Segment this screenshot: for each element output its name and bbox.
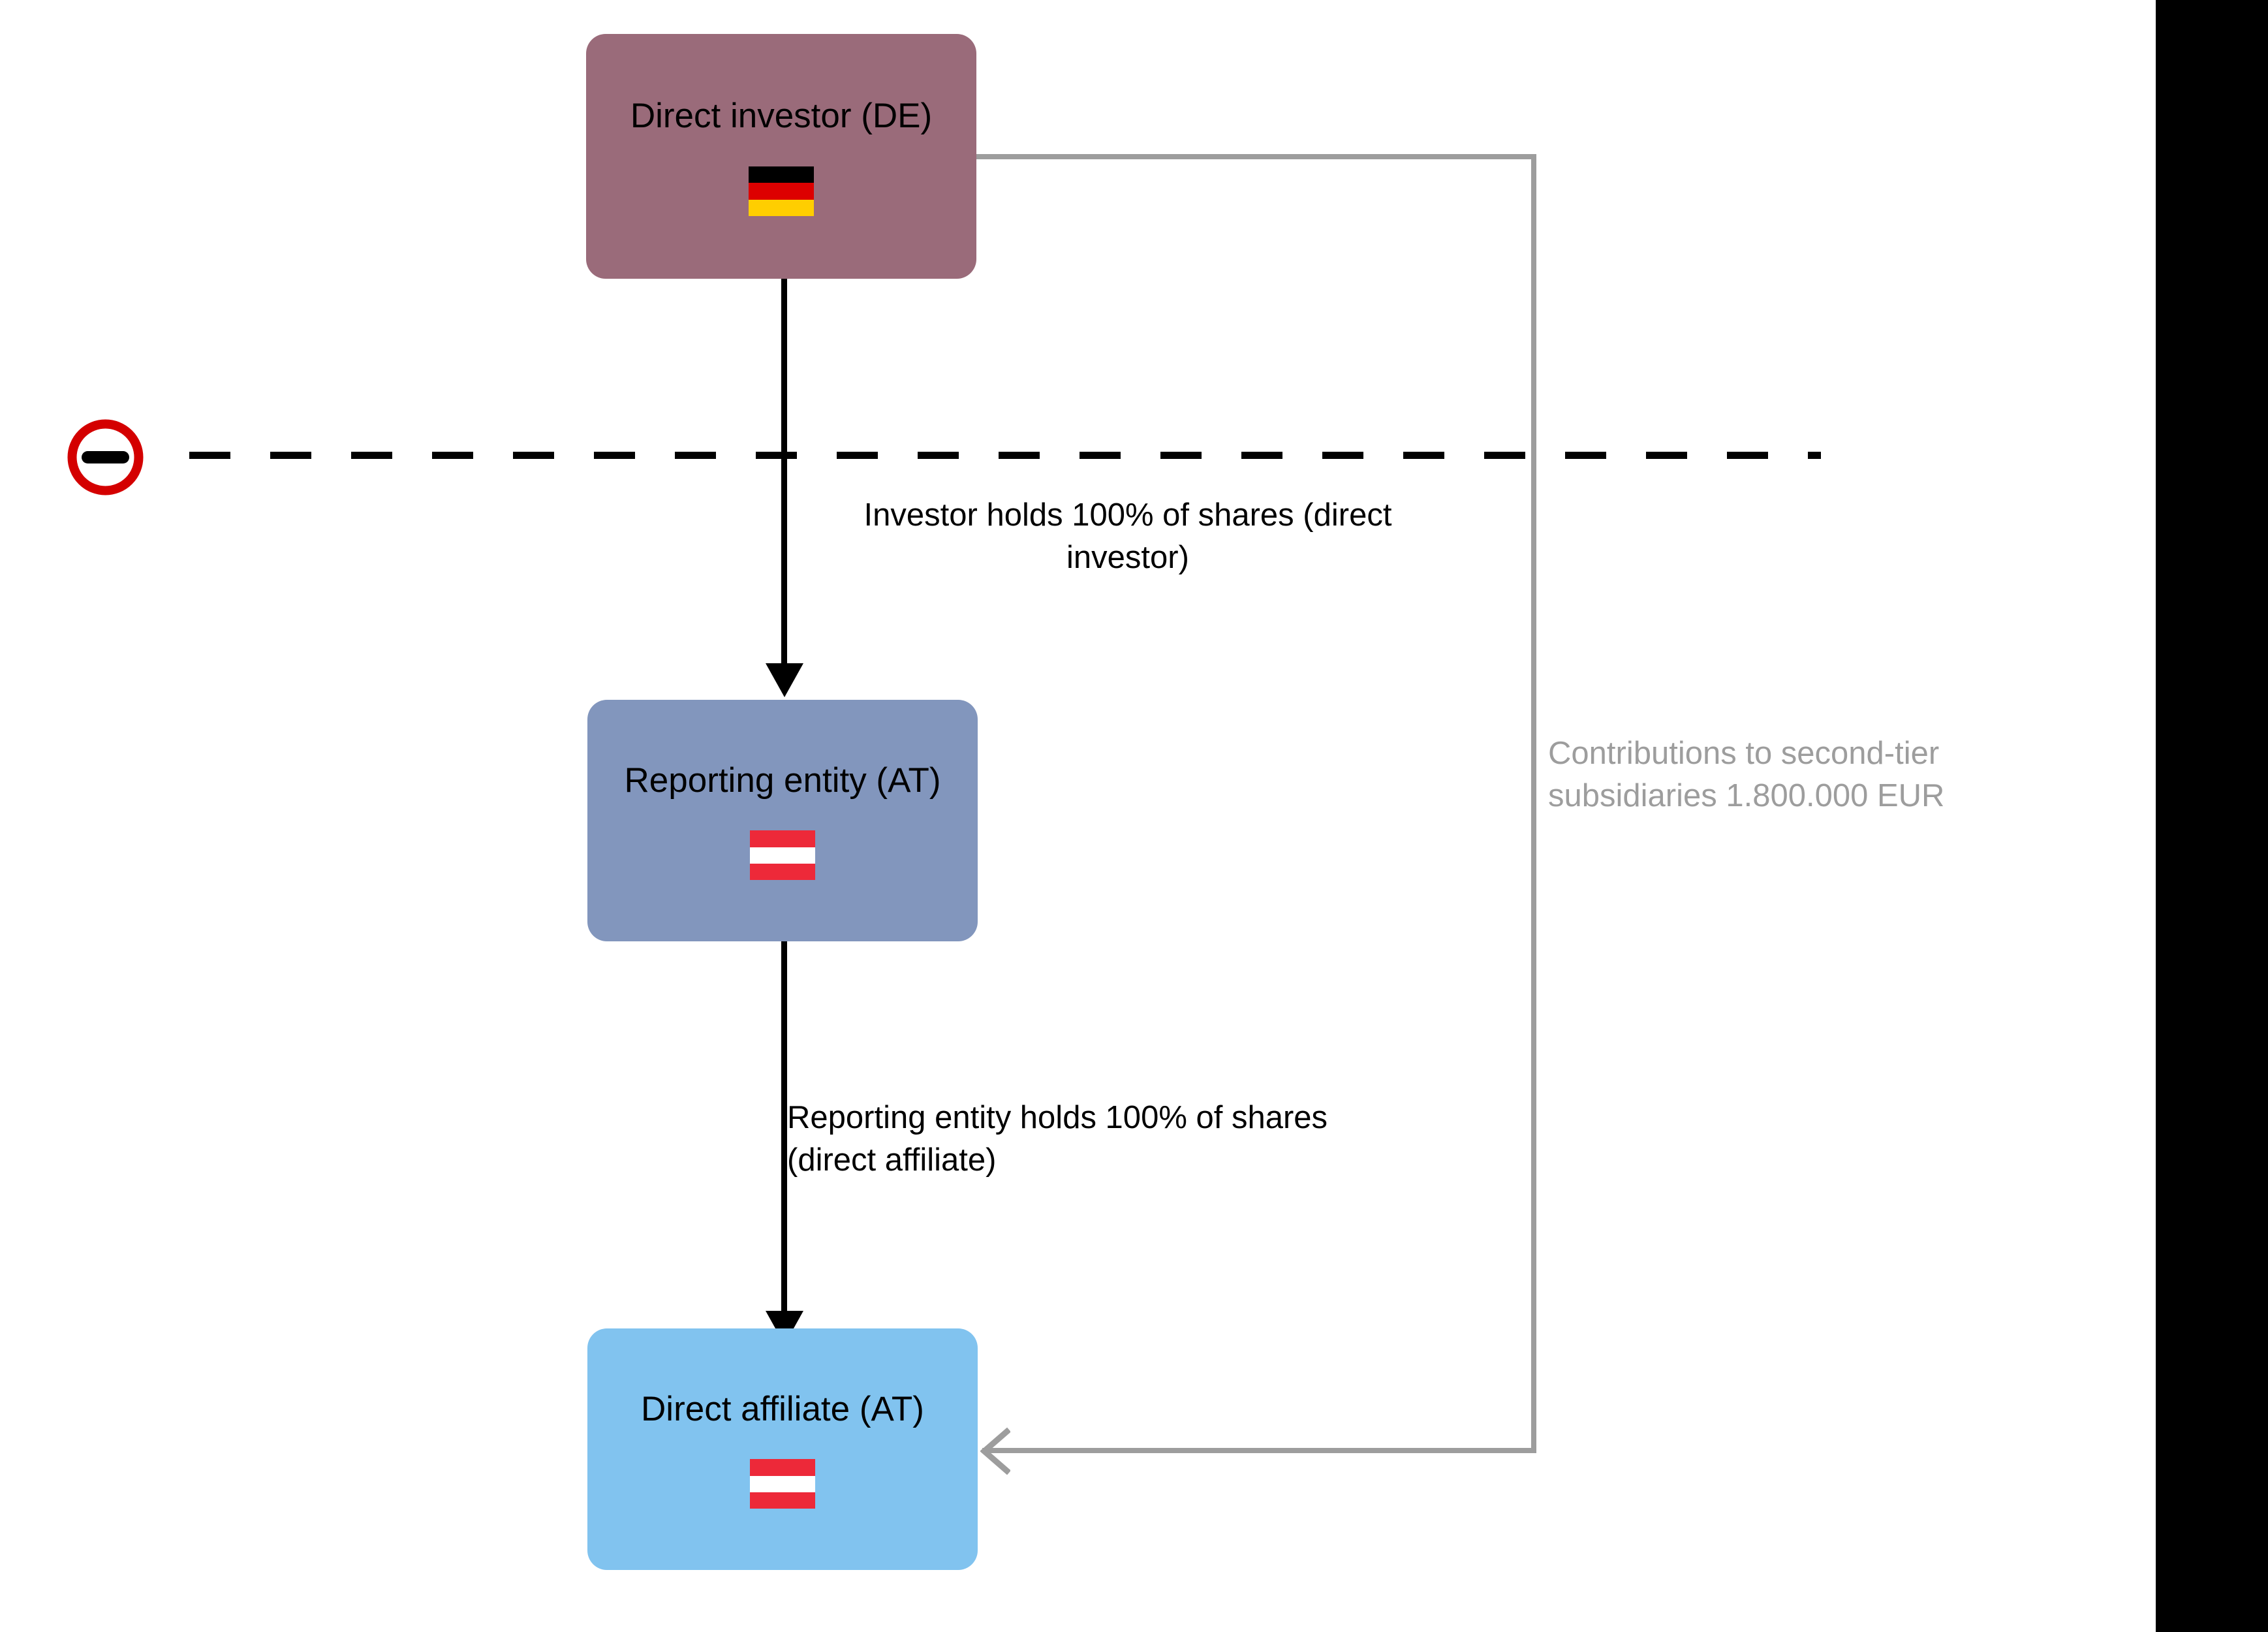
ownership-edge-2-label: Reporting entity holds 100% of shares (d… (787, 1097, 1459, 1181)
contribution-edge-arrowhead-icon (980, 1427, 1011, 1475)
node-reporting-entity-label: Reporting entity (AT) (624, 761, 941, 800)
node-direct-affiliate[interactable]: Direct affiliate (AT) (587, 1328, 978, 1570)
node-reporting-entity[interactable]: Reporting entity (AT) (587, 700, 978, 941)
ownership-edge-2-label-line-1: Reporting entity holds 100% of shares (787, 1100, 1328, 1135)
flag-germany-icon (749, 166, 814, 216)
ownership-edge-1-label: Investor holds 100% of shares (direct in… (795, 494, 1461, 578)
ownership-edge-2-line (781, 941, 787, 1315)
ownership-edge-2-label-line-2: (direct affiliate) (787, 1142, 997, 1178)
flag-austria-icon (750, 830, 815, 881)
contribution-edge-segment-bottom (982, 1448, 1536, 1453)
ownership-edge-1-label-line-1: Investor holds 100% of shares (direct (863, 497, 1392, 533)
node-direct-investor-label: Direct investor (DE) (630, 97, 933, 136)
contribution-note-line-1: Contributions to second-tier (1548, 736, 1940, 771)
node-direct-investor[interactable]: Direct investor (DE) (586, 34, 976, 279)
no-entry-sign-icon (65, 416, 146, 498)
contribution-note-line-2: subsidiaries 1.800.000 EUR (1548, 777, 1945, 813)
flag-austria-icon (750, 1459, 815, 1509)
contribution-amount-label: Contributions to second-tier subsidiarie… (1548, 732, 2064, 817)
ownership-edge-1-label-line-2: investor) (1066, 539, 1189, 575)
ownership-edge-1-line (781, 279, 787, 667)
right-edge-black-band (2156, 0, 2268, 1632)
node-direct-affiliate-label: Direct affiliate (AT) (641, 1389, 924, 1428)
ownership-edge-1-arrowhead-icon (766, 663, 803, 697)
country-border-dashed-line (189, 452, 1821, 459)
contribution-edge-segment-right (1531, 154, 1536, 1453)
contribution-edge-segment-top (976, 154, 1536, 159)
